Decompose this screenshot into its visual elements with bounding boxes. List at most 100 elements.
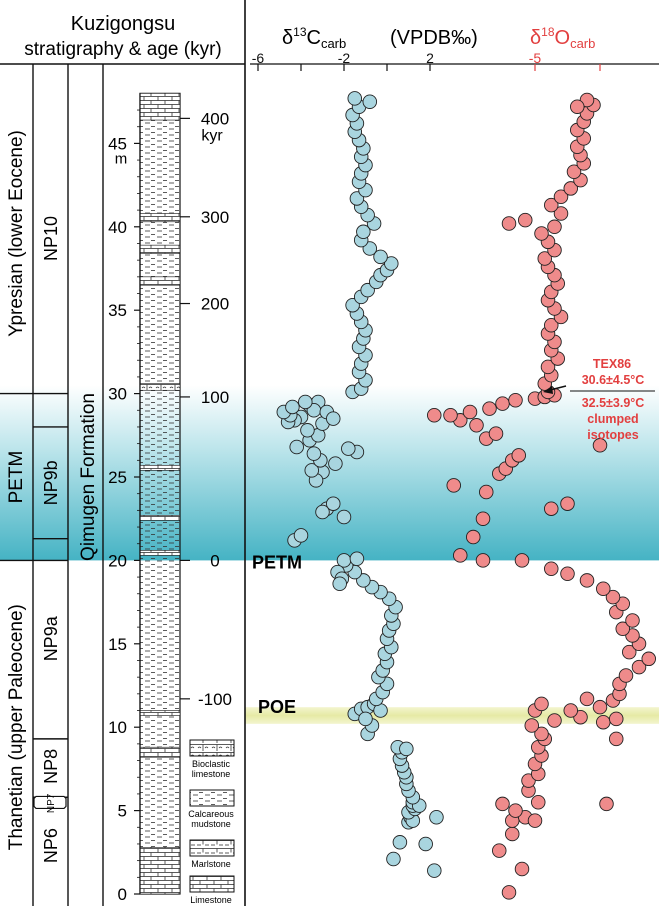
c13-point-107 [356,224,371,240]
c13-point-81 [298,394,313,410]
formation-label: Qimugen Formation [78,393,99,561]
o18-point-24 [609,731,624,747]
o18-point-70 [508,393,523,408]
depth-tick-label-30: 30 [108,385,127,404]
c13-point-1 [392,835,408,850]
lithology-bed-5 [139,465,181,471]
o18-point-100 [553,189,569,205]
o18-point-23 [609,711,624,727]
o18-point-7 [508,803,523,818]
o18-point-0 [501,885,517,900]
legend-swatch-mudstone [189,789,235,807]
section-subtitle: stratigraphy & age (kyr) [24,39,221,60]
stage-label-1: PETM [6,451,27,504]
legend-label-bioclastic: limestone [192,769,231,779]
o18-point-47 [544,561,559,576]
lithology-bed-8 [139,244,181,254]
c13-point-85 [315,504,330,520]
o18-point-83 [544,317,559,333]
o18-point-46 [560,566,575,581]
isotope-x-axis: -6-22-5-1 [250,50,659,71]
age-tick-label-300: 300 [201,208,229,227]
o18-point-44 [596,581,611,597]
c13-point-22 [429,810,444,825]
c13-point-59 [328,456,343,471]
c13-point-123 [362,94,378,109]
lithology-bed-0 [139,846,181,895]
x-tick-label-3: -5 [529,50,542,66]
legend-swatch-bioclastic [189,739,235,757]
age-tick-label-0: 0 [210,551,219,570]
annotation-line-1: TEX86 [593,357,631,371]
o18-point-101 [563,181,579,196]
o18-point-45 [579,573,595,588]
o18-point-20 [547,713,562,728]
np7-label: NP7 [46,793,57,813]
age-tick-label--100: -100 [198,690,232,709]
o18-point-6 [527,813,543,828]
lithology-bed-1 [139,746,181,758]
c13-point-56 [293,528,309,543]
stage-label-2: Thanetian (upper Paleocene) [6,604,27,850]
depth-tick-label-25: 25 [108,468,127,487]
lithology-bed-2 [139,710,181,716]
annotation-line-4: clumped [587,412,638,426]
o18-point-78 [540,359,556,375]
o18-point-19 [524,718,540,733]
o18-point-54 [560,496,575,511]
c13-point-83 [326,411,341,426]
legend-label-marlstone: Marlstone [191,859,231,869]
legend-label-mudstone: Calcareous [188,809,234,819]
o18-point-28 [534,696,549,712]
o18-point-95 [518,212,533,228]
c13-point-103 [384,256,399,271]
o18-point-22 [596,714,611,730]
o18-point-39 [615,621,631,637]
lithology-bed-3 [139,550,181,556]
o18-point-74 [427,408,442,423]
c13-point-84 [336,509,352,525]
o18-point-48 [514,553,530,568]
o18-point-63 [488,426,504,441]
c13-point-54 [349,551,365,566]
annotation-arrowhead [543,386,553,394]
c13-point-124 [347,91,363,106]
o18-point-113 [570,99,585,114]
o18-point-49 [475,553,491,568]
o18-point-34 [631,659,647,675]
o18-point-68 [482,401,497,416]
o18-point-35 [641,651,657,667]
c13-point-65 [289,439,304,455]
c13-point-68 [300,423,315,438]
legend-label-bioclastic: Bioclastic [192,759,231,769]
legend-swatch-marlstone [189,839,235,857]
o18-point-3 [505,826,520,842]
lithology-column [139,92,181,895]
zone-label-2: NP9a [41,615,61,661]
x-tick-label-0: -6 [252,50,265,66]
c13-point-53 [332,576,347,592]
depth-tick-label-0: 0 [118,885,127,904]
o18-point-50 [453,548,468,563]
np7-box [33,795,67,810]
c13-point-28 [358,711,373,727]
legend-swatch-limestone [189,875,235,893]
o18-point-36 [622,644,637,660]
c13-point-77 [285,399,300,415]
depth-tick-label-10: 10 [108,718,127,737]
section-title: Kuzigongsu [71,13,176,35]
o18-point-91 [537,251,553,266]
c13-point-62 [304,463,320,478]
lithology-bed-7 [139,276,181,286]
c13-point-58 [326,496,341,511]
age-tick-label-400: 400 [201,109,229,128]
o18-point-56 [446,478,462,493]
o18-point-67 [462,404,478,420]
c13-point-70 [341,441,356,456]
depth-tick-label-20: 20 [108,551,127,570]
temperature-annotation: TEX86 30.6±4.5°C 32.5±3.9°C clumped isot… [570,357,655,442]
o18-point-2 [492,843,507,858]
depth-tick-label-45: 45 [108,134,127,153]
